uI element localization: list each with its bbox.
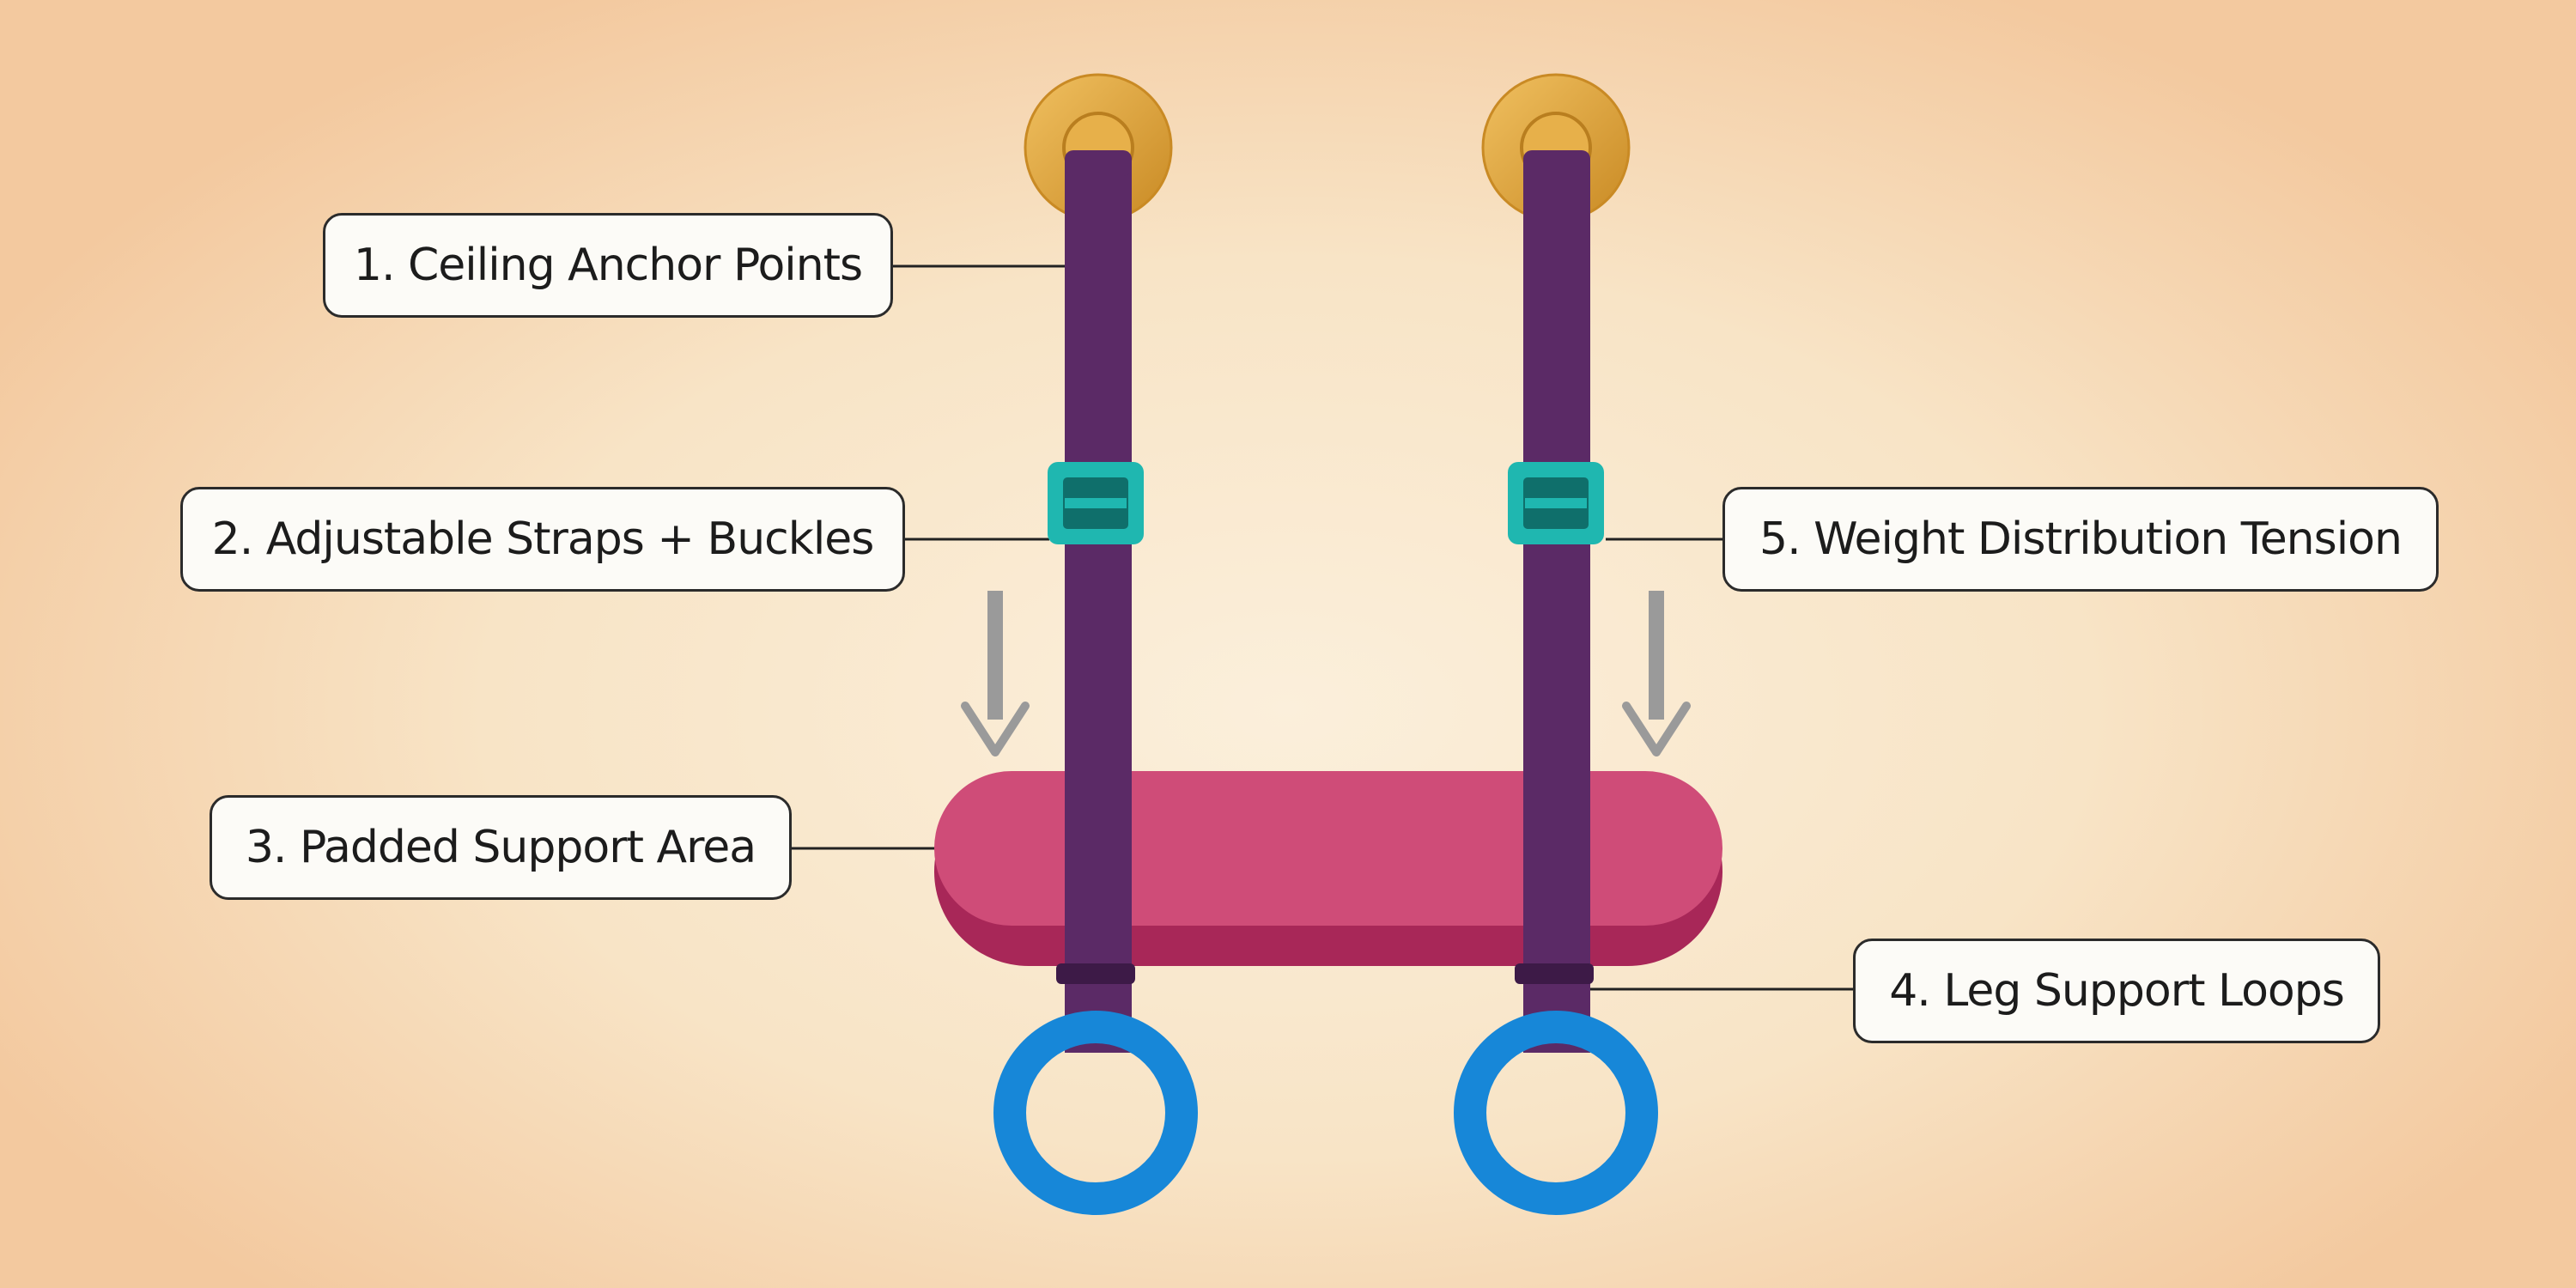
label-padded-support-area: 3. Padded Support Area [210, 795, 792, 900]
loop-collar-right [1515, 963, 1594, 984]
buckle-icon-right [1508, 462, 1604, 544]
loop-icon-right [1454, 1011, 1658, 1215]
label-leg-support-loops: 4. Leg Support Loops [1853, 939, 2380, 1043]
loop-icon-left [993, 1011, 1198, 1215]
strap-left [1065, 159, 1132, 1048]
buckle-icon-left [1048, 462, 1144, 544]
label-ceiling-anchor-points: 1. Ceiling Anchor Points [323, 213, 893, 318]
loop-collar-left [1056, 963, 1135, 984]
strap-right [1523, 159, 1590, 1048]
padded-support-pad [934, 771, 1722, 966]
down-arrow-icon-right [1622, 591, 1691, 756]
strap-right-top-cap [1523, 150, 1590, 176]
label-adjustable-straps-buckles: 2. Adjustable Straps + Buckles [180, 487, 905, 592]
strap-left-top-cap [1065, 150, 1132, 176]
label-weight-distribution-tension: 5. Weight Distribution Tension [1722, 487, 2439, 592]
down-arrow-icon-left [961, 591, 1030, 756]
